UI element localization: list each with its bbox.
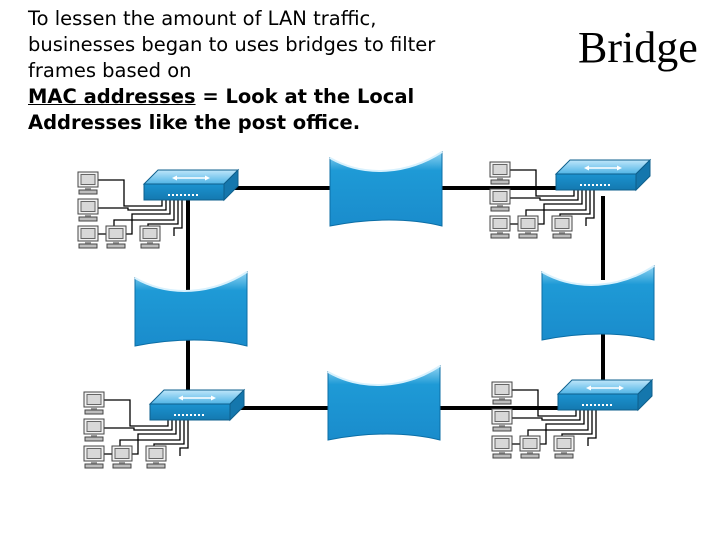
bridge-icon	[541, 265, 655, 341]
bridge-left	[134, 271, 248, 347]
mac-addresses-term: MAC addresses	[28, 85, 196, 108]
hub-icon	[78, 170, 238, 248]
intro-line-3: frames based on	[28, 59, 192, 82]
intro-line-4-rest: = Look at the Local	[195, 85, 415, 108]
bridge-top	[329, 151, 443, 227]
slide-title: Bridge	[578, 23, 698, 72]
hub-cluster-top-right	[490, 160, 650, 238]
hub-cluster-top-left	[78, 170, 238, 248]
bridge-icon	[329, 151, 443, 227]
intro-line-1: To lessen the amount of LAN traffic,	[28, 7, 377, 30]
intro-line-5: Addresses like the post office.	[28, 111, 361, 134]
bridge-icon	[327, 365, 441, 441]
intro-line-2: businesses began to uses bridges to filt…	[28, 33, 436, 56]
bridge-icon	[134, 271, 248, 347]
intro-line-4: MAC addresses = Look at the Local	[28, 84, 498, 110]
intro-text: To lessen the amount of LAN traffic, bus…	[28, 6, 498, 136]
hub-icon	[492, 380, 652, 458]
bridge-right	[541, 265, 655, 341]
backbone-links	[186, 186, 605, 412]
hub-cluster-bottom-left	[84, 390, 244, 468]
hub-icon	[490, 160, 650, 238]
hub-icon	[84, 390, 244, 468]
bridge-bottom	[327, 365, 441, 441]
hub-cluster-bottom-right	[492, 380, 652, 458]
